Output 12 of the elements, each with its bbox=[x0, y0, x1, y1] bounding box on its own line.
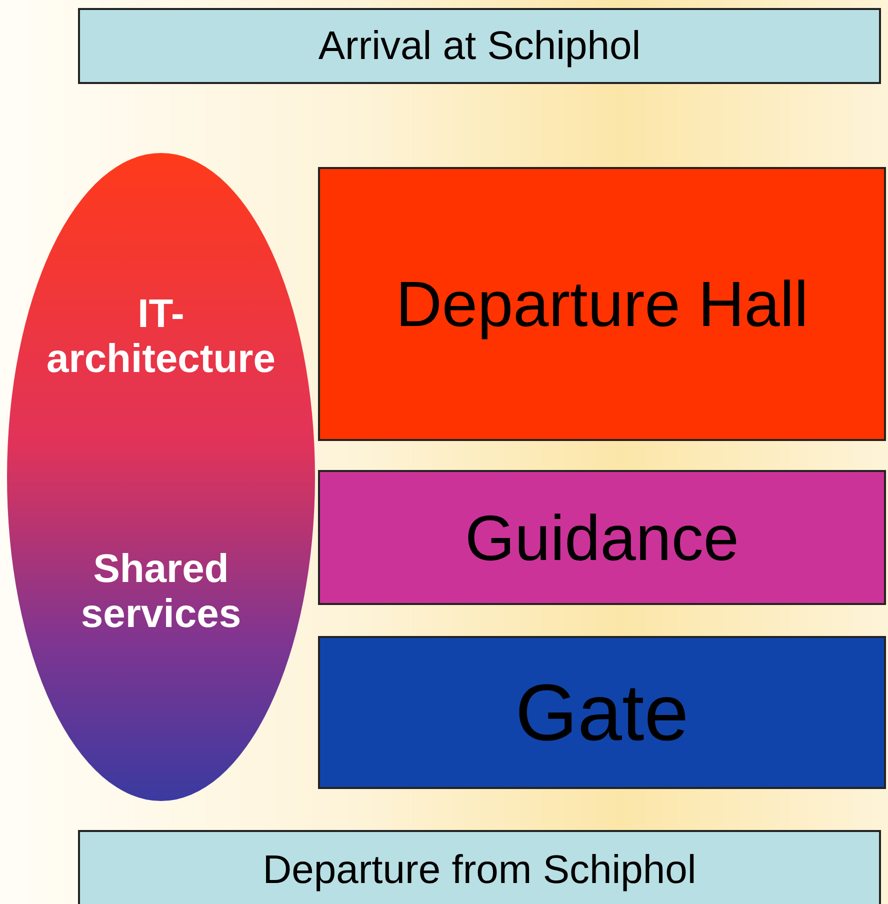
stage-box bbox=[318, 167, 886, 441]
stage-label: Guidance bbox=[465, 500, 739, 574]
oval-heading: IT-architecture bbox=[46, 292, 276, 382]
stage-box bbox=[318, 636, 886, 789]
stage-label: Departure Hall bbox=[396, 267, 808, 341]
stage-box bbox=[78, 830, 881, 904]
stage-box bbox=[78, 8, 881, 84]
stage-label: Gate bbox=[515, 666, 689, 758]
stage-box bbox=[318, 470, 886, 605]
stage-label: Departure from Schiphol bbox=[262, 848, 696, 892]
stage-label: Arrival at Schiphol bbox=[318, 24, 641, 68]
oval-text: Shared services bbox=[80, 547, 242, 637]
